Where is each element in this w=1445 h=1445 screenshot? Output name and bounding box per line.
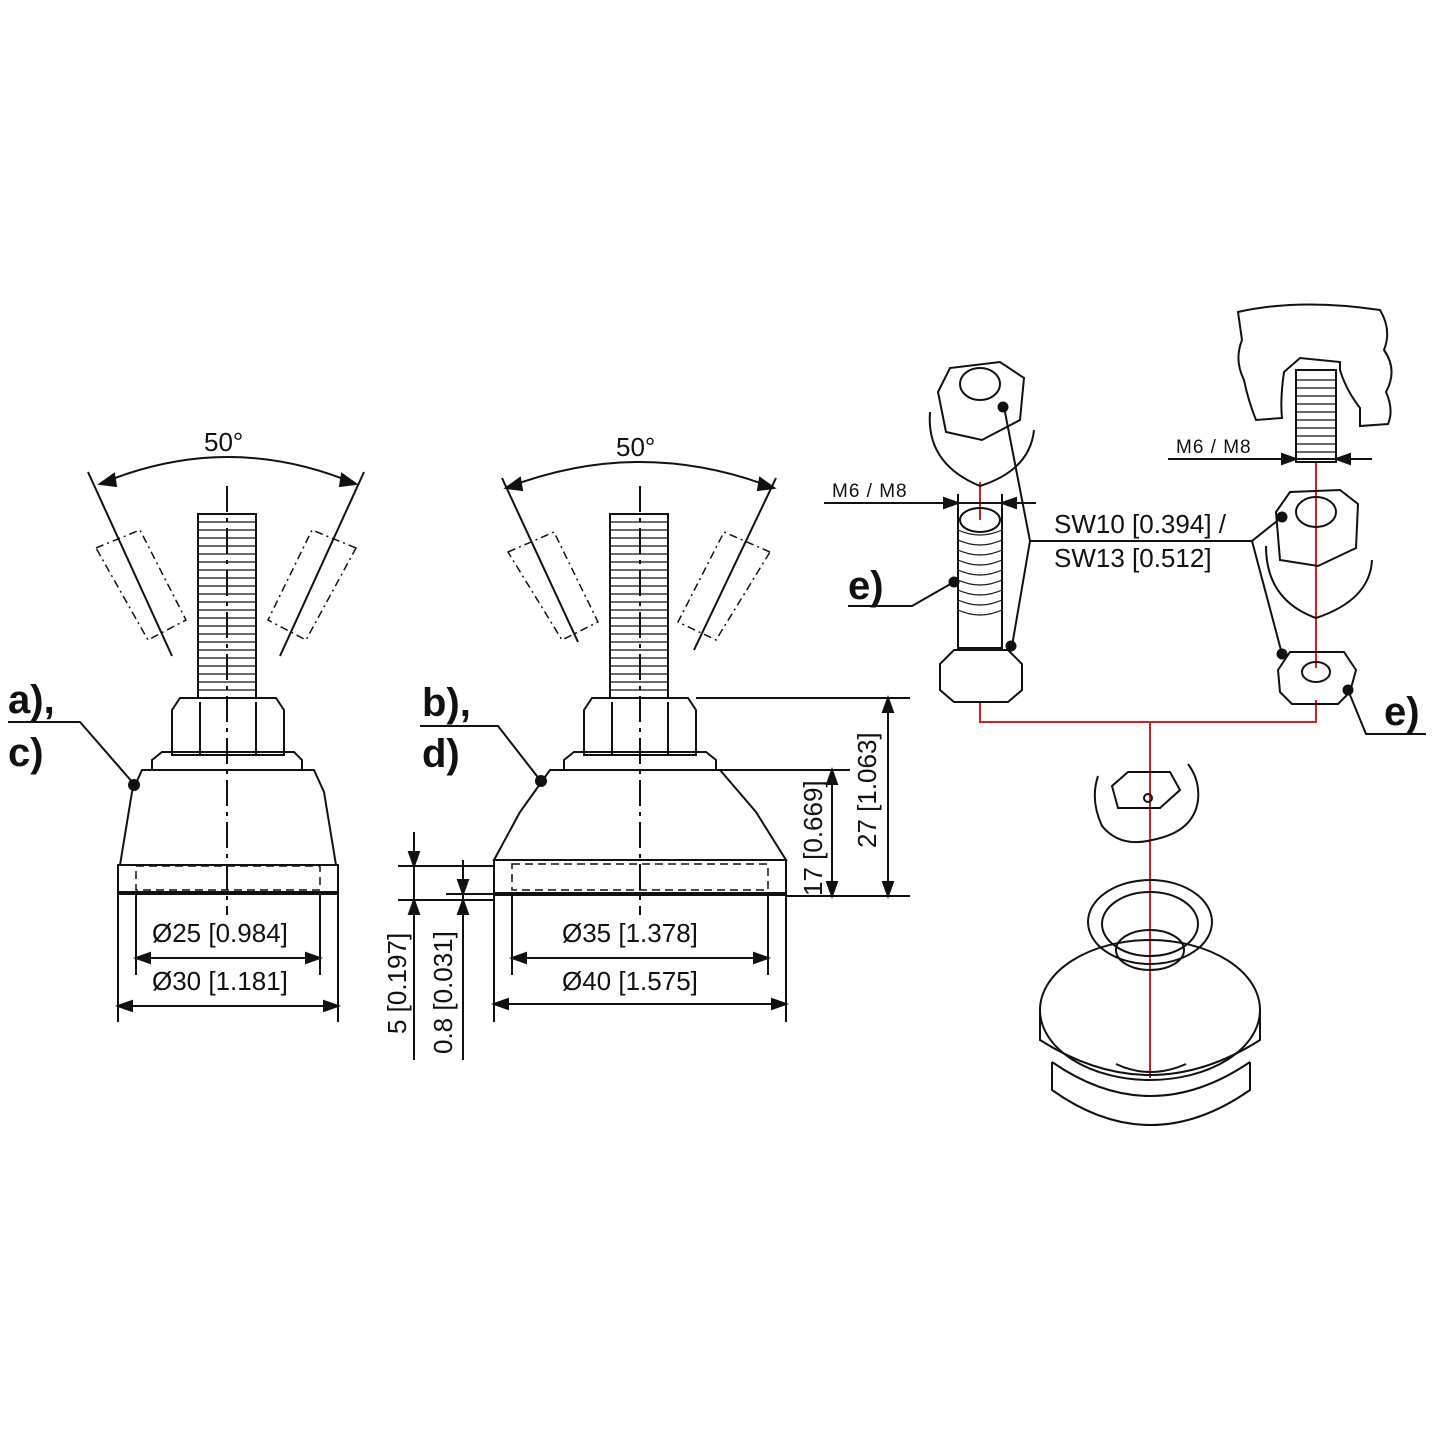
callout-label-b: b), bbox=[422, 681, 471, 725]
profile-slot bbox=[1236, 303, 1393, 428]
stud-thread-label: M6 / M8 bbox=[1176, 437, 1252, 458]
pad-thickness: 0.8 [0.031] bbox=[428, 931, 458, 1054]
height-total: 27 [1.063] bbox=[852, 732, 882, 848]
outer-diameter-middle: Ø40 [1.575] bbox=[562, 966, 698, 996]
wrench-size-2: SW13 [0.512] bbox=[1054, 543, 1212, 573]
cap-nut-right bbox=[1274, 488, 1360, 568]
angle-label-middle: 50° bbox=[616, 432, 656, 462]
hex-nut-middle bbox=[583, 697, 697, 756]
callout-label-e-left: e) bbox=[848, 564, 884, 608]
left-view bbox=[8, 456, 365, 1022]
callout-label-a: a), bbox=[8, 678, 55, 722]
bolt-thread-label: M6 / M8 bbox=[832, 481, 908, 502]
t-bolt-stud bbox=[1295, 369, 1337, 463]
hex-nut-left bbox=[171, 697, 285, 756]
bolt-shank-left bbox=[957, 520, 1003, 649]
bolt-head-left bbox=[939, 649, 1023, 703]
snap-clip bbox=[1093, 763, 1200, 844]
wrench-size-1: SW10 [0.394] / bbox=[1054, 509, 1226, 539]
callout-label-d: d) bbox=[422, 732, 460, 776]
height-pad: 5 [0.197] bbox=[382, 932, 412, 1034]
cap-nut-left bbox=[936, 360, 1026, 442]
callout-label-e-right: e) bbox=[1384, 690, 1420, 734]
exploded-view bbox=[824, 303, 1426, 1126]
middle-view bbox=[398, 461, 910, 1060]
inner-diameter-left: Ø25 [0.984] bbox=[152, 918, 288, 948]
angle-label-left: 50° bbox=[204, 427, 244, 457]
angle-arc-left bbox=[99, 456, 357, 485]
height-body: 17 [0.669] bbox=[798, 780, 828, 896]
callout-label-c: c) bbox=[8, 731, 44, 775]
inner-diameter-middle: Ø35 [1.378] bbox=[562, 918, 698, 948]
outer-diameter-left: Ø30 [1.181] bbox=[152, 966, 288, 996]
